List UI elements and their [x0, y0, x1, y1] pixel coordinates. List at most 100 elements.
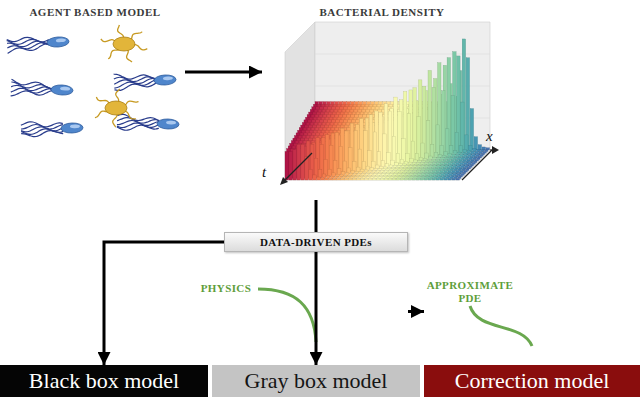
density-bar: [468, 155, 471, 157]
density-bar: [400, 175, 403, 177]
density-bar: [428, 163, 431, 165]
density-bar: [456, 155, 459, 157]
model-box: Black box model: [0, 365, 208, 397]
density-bar: [442, 164, 445, 166]
density-bar: [458, 169, 461, 171]
density-bar: [446, 172, 449, 174]
density-bar: [351, 170, 354, 173]
density-bar: [435, 167, 438, 169]
density-bar: [450, 177, 453, 179]
density-bar: [401, 174, 404, 176]
flagellum: [117, 124, 159, 131]
density-bar: [384, 167, 387, 169]
swimming-bacterium: [11, 79, 74, 99]
approx-merge-curve: [470, 306, 532, 346]
density-bar: [477, 153, 480, 155]
density-bar: [437, 166, 440, 168]
flagellum: [114, 72, 156, 82]
density-bar: [437, 174, 440, 176]
density-bar: [458, 156, 461, 158]
density-bar: [435, 175, 438, 177]
bacterium-body: [47, 36, 70, 48]
model-box: Gray box model: [212, 365, 420, 397]
tumbling-bacterium: [95, 89, 139, 127]
density-bar: [397, 166, 400, 168]
density-bar: [462, 156, 465, 158]
density-bar: [471, 151, 474, 153]
density-bar: [392, 175, 395, 177]
density-bar: [378, 169, 381, 171]
density-bar: [416, 163, 419, 165]
flagellum: [7, 42, 49, 50]
density-bar: [380, 178, 383, 180]
density-bar: [385, 174, 388, 176]
density-bar: [446, 177, 449, 179]
density-bar: [419, 167, 422, 169]
density-bar: [438, 177, 441, 179]
density-bar: [414, 160, 417, 163]
density-bar: [421, 143, 424, 159]
density-bar: [392, 167, 395, 169]
density-bar: [422, 169, 425, 171]
density-bar: [408, 171, 411, 173]
density-bar: [457, 152, 460, 155]
density-bar: [468, 163, 471, 165]
density-bar: [453, 174, 456, 176]
density-bar: [438, 155, 441, 158]
density-bar: [392, 178, 395, 180]
density-bar: [393, 174, 396, 176]
density-bar: [461, 153, 464, 155]
density-bar: [434, 164, 437, 166]
density-bar: [414, 169, 417, 171]
density-bar: [435, 159, 438, 161]
density-bar: [378, 177, 381, 179]
density-bar: [390, 169, 393, 171]
density-bar: [438, 164, 441, 166]
density-bar: [415, 164, 418, 166]
density-bar: [398, 177, 401, 179]
flow-connector: [315, 252, 318, 365]
density-bar: [473, 153, 476, 155]
density-bar: [467, 159, 470, 161]
density-bar: [399, 164, 402, 166]
density-bar: [420, 178, 423, 180]
density-bar: [376, 178, 379, 180]
density-bar: [419, 172, 422, 174]
density-bar: [396, 171, 399, 173]
density-bar: [467, 167, 470, 169]
density-bar: [436, 178, 439, 180]
flagellum: [7, 44, 49, 54]
density-bar: [342, 177, 345, 179]
density-bar: [456, 171, 459, 173]
density-bar: [486, 148, 489, 150]
node-text: AGENT BASED MODEL: [29, 6, 160, 18]
density-bar: [445, 174, 448, 176]
density-bar: [464, 163, 467, 165]
density-bar: [451, 159, 454, 161]
bacterium-body: [61, 123, 83, 134]
density-bar: [452, 163, 455, 165]
illustration-panel: AGENT BASED MODEL: [5, 4, 185, 140]
density-bar: [372, 170, 375, 172]
density-bar: [444, 163, 447, 165]
chart-panel: BACTERIAL DENSITY: [262, 4, 502, 200]
density-bar: [313, 175, 316, 180]
density-bar: [353, 174, 356, 176]
density-bar: [427, 159, 430, 161]
density-bar: [426, 169, 429, 171]
density-bar: [394, 169, 397, 171]
density-bar: [426, 177, 429, 179]
density-bar: [447, 167, 450, 169]
density-bar: [379, 172, 382, 174]
density-bar: [465, 135, 468, 152]
density-bar: [461, 174, 464, 176]
axis-label: x: [486, 128, 493, 145]
model-box: Correction model: [424, 365, 640, 397]
density-bar: [462, 169, 465, 171]
density-bar: [434, 169, 437, 171]
density-bar: [440, 171, 443, 173]
density-bar: [325, 178, 328, 180]
density-bar: [382, 177, 385, 179]
density-bar: [427, 172, 430, 174]
